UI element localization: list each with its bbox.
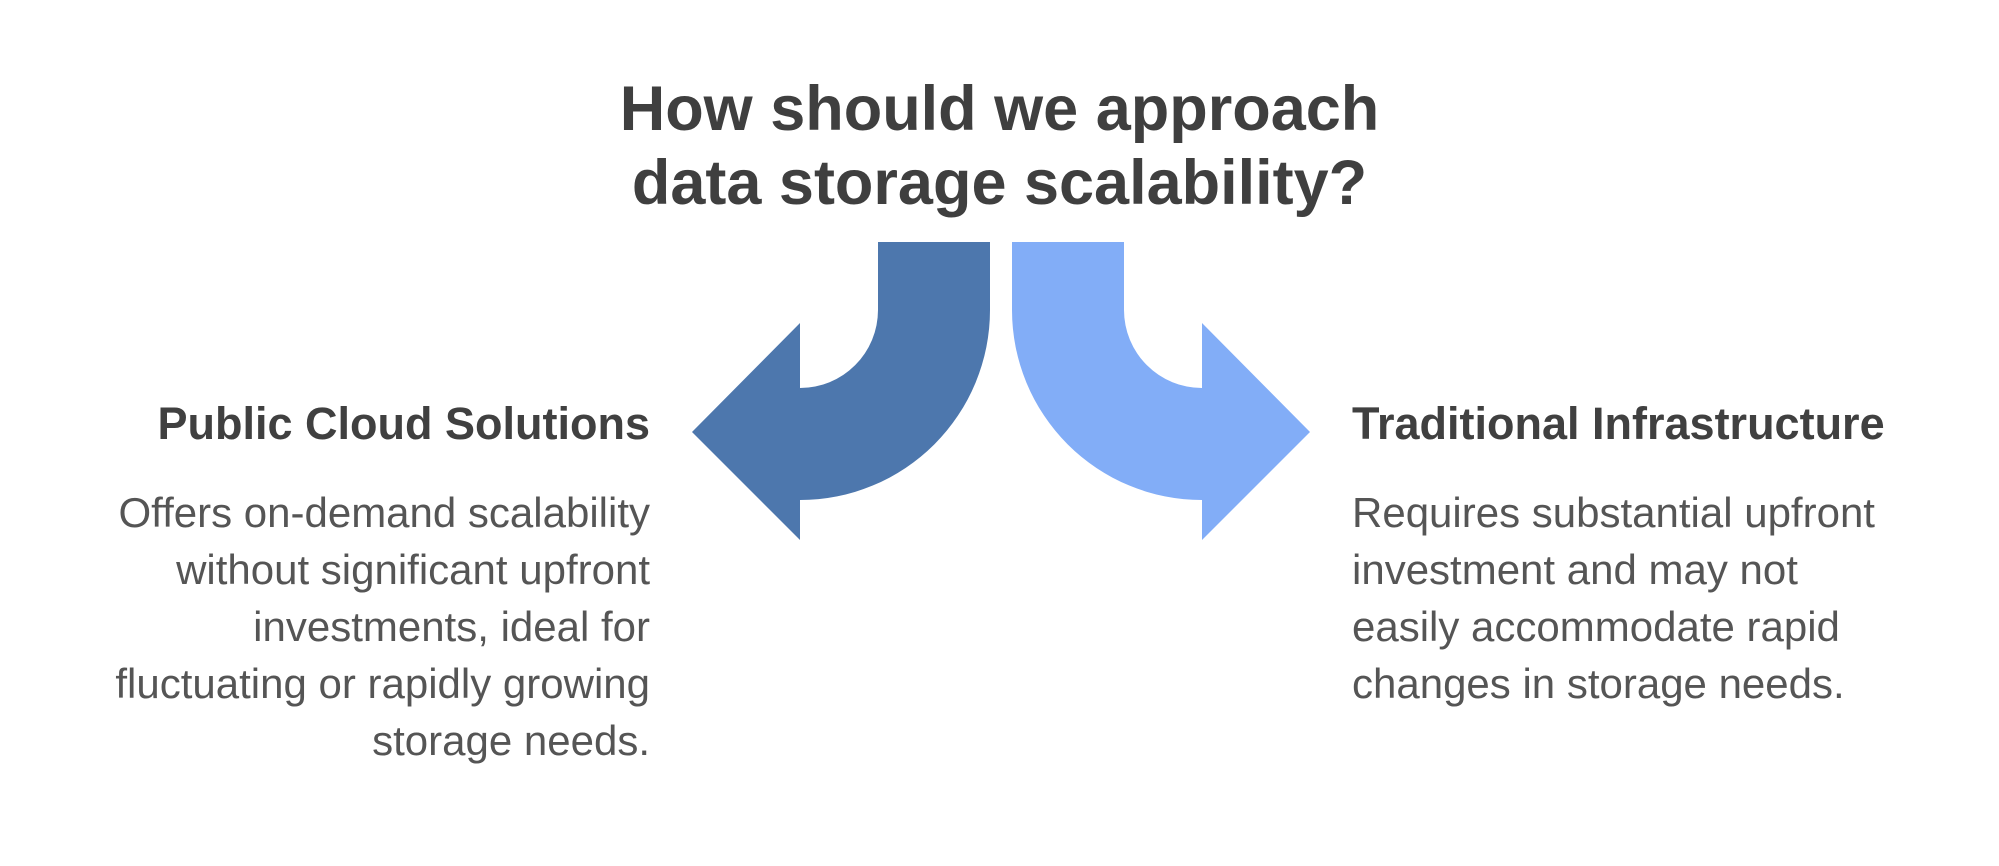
curved-arrow-down-right-icon [1012,242,1310,540]
curved-arrow-down-left-icon [692,242,990,540]
branch-description-public-cloud: Offers on-demand scalability without sig… [115,489,650,764]
branch-traditional-infrastructure: Traditional Infrastructure Requires subs… [1352,399,1932,712]
branch-description-traditional-infrastructure: Requires substantial upfront investment … [1352,489,1875,707]
branch-heading-public-cloud: Public Cloud Solutions [157,398,650,449]
branch-heading-traditional-infrastructure: Traditional Infrastructure [1352,398,1885,449]
page-title: How should we approach data storage scal… [619,74,1380,218]
branch-public-cloud: Public Cloud Solutions Offers on-demand … [58,399,650,769]
